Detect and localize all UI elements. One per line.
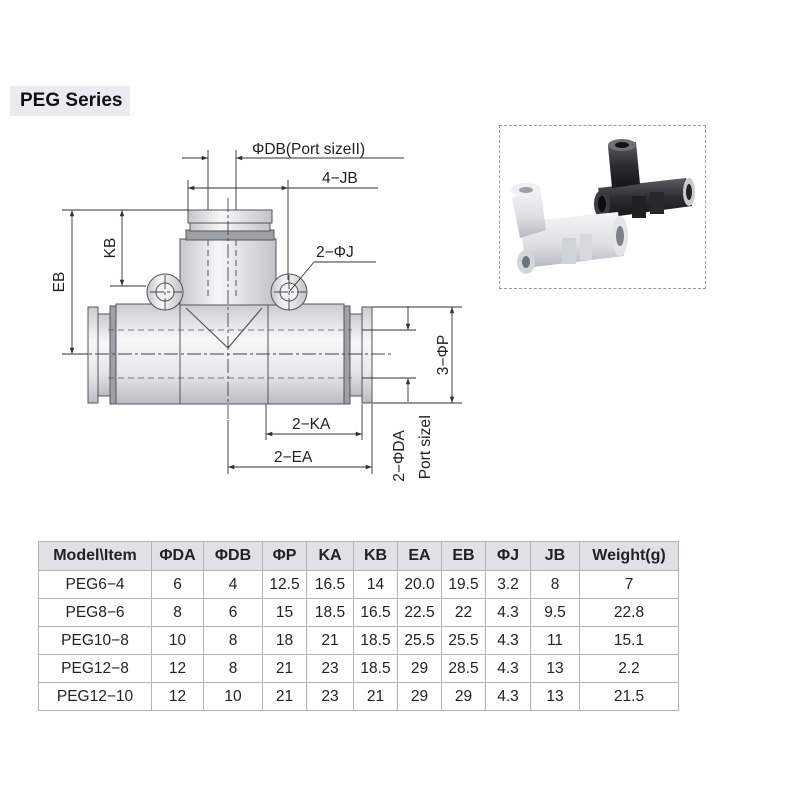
table-cell: 21: [262, 682, 307, 711]
table-cell: 8: [203, 654, 263, 683]
table-cell: 18.5: [306, 598, 354, 627]
spec-table: Model\Item ΦDA ΦDB ΦP KA KB EA EB ΦJ JB …: [38, 541, 679, 711]
table-cell: 18.5: [353, 626, 398, 655]
table-cell: 21: [306, 626, 354, 655]
table-cell: 10: [203, 682, 263, 711]
table-row: PEG6−4 6 4 12.5 16.5 14 20.0 19.5 3.2 8 …: [38, 570, 679, 599]
table-row: PEG12−8 12 8 21 23 18.5 29 28.5 4.3 13 2…: [38, 654, 679, 683]
technical-drawing: ΦDB(Port sizeII) 4−JB 2−ΦJ KB EB 3−ΦP 2−…: [51, 141, 462, 482]
table-cell: 8: [151, 598, 204, 627]
label-p: 3−ΦP: [435, 335, 452, 375]
series-title: PEG Series: [10, 86, 131, 116]
header-cell: JB: [530, 541, 580, 571]
center-lines: [72, 198, 392, 420]
white-fitting: [511, 183, 628, 274]
label-jb: 4−JB: [322, 170, 358, 187]
table-row: PEG10−8 10 8 18 21 18.5 25.5 25.5 4.3 11…: [38, 626, 679, 655]
table-cell: 4.3: [485, 654, 531, 683]
label-kb: KB: [102, 238, 119, 259]
table-cell: 15.1: [579, 626, 679, 655]
table-cell: 23: [306, 682, 354, 711]
header-cell: Weight(g): [579, 541, 679, 571]
table-cell: 12: [151, 682, 204, 711]
dimension-lines: [62, 150, 462, 474]
table-cell: 4.3: [485, 598, 531, 627]
label-ea: 2−EA: [274, 449, 313, 466]
black-fitting: [594, 139, 695, 218]
header-cell: ΦDA: [151, 541, 204, 571]
table-cell: 16.5: [353, 598, 398, 627]
header-cell: KB: [353, 541, 398, 571]
table-cell: 22: [441, 598, 486, 627]
table-cell: 12.5: [262, 570, 307, 599]
table-cell: 29: [397, 654, 442, 683]
table-cell: 20.0: [397, 570, 442, 599]
label-eb: EB: [51, 272, 68, 293]
table-header-row: Model\Item ΦDA ΦDB ΦP KA KB EA EB ΦJ JB …: [38, 541, 679, 571]
table-row: PEG12−10 12 10 21 23 21 29 29 4.3 13 21.…: [38, 682, 679, 711]
table-cell: 4.3: [485, 682, 531, 711]
table-cell: 13: [530, 654, 580, 683]
header-cell: EA: [397, 541, 442, 571]
label-ka: 2−KA: [292, 416, 331, 433]
table-cell: 19.5: [441, 570, 486, 599]
dimension-labels: ΦDB(Port sizeII) 4−JB 2−ΦJ KB EB 3−ΦP 2−…: [51, 141, 452, 482]
table-cell: 3.2: [485, 570, 531, 599]
table-cell: 8: [203, 626, 263, 655]
table-cell: 22.8: [579, 598, 679, 627]
table-cell: 9.5: [530, 598, 580, 627]
header-cell: EB: [441, 541, 486, 571]
table-cell: 29: [397, 682, 442, 711]
table-cell: PEG8−6: [38, 598, 152, 627]
table-cell: 6: [203, 598, 263, 627]
table-cell: 12: [151, 654, 204, 683]
label-port: Port sizeI: [417, 415, 434, 480]
table-cell: 10: [151, 626, 204, 655]
table-cell: 29: [441, 682, 486, 711]
table-cell: 21: [353, 682, 398, 711]
table-cell: 18.5: [353, 654, 398, 683]
table-cell: 16.5: [306, 570, 354, 599]
table-cell: 11: [530, 626, 580, 655]
table-cell: 4: [203, 570, 263, 599]
table-cell: 2.2: [579, 654, 679, 683]
table-row: PEG8−6 8 6 15 18.5 16.5 22.5 22 4.3 9.5 …: [38, 598, 679, 627]
table-cell: 18: [262, 626, 307, 655]
table-cell: 13: [530, 682, 580, 711]
table-cell: 25.5: [441, 626, 486, 655]
label-da: 2−ΦDA: [391, 430, 408, 482]
header-cell: Model\Item: [38, 541, 152, 571]
table-cell: 23: [306, 654, 354, 683]
tee-fitting-photo-icon: [511, 139, 695, 274]
table-cell: 25.5: [397, 626, 442, 655]
label-db: ΦDB(Port sizeII): [252, 141, 365, 158]
table-cell: PEG12−8: [38, 654, 152, 683]
table-cell: 21.5: [579, 682, 679, 711]
table-cell: 22.5: [397, 598, 442, 627]
header-cell: KA: [306, 541, 354, 571]
table-cell: 14: [353, 570, 398, 599]
label-j: 2−ΦJ: [316, 244, 354, 261]
table-cell: 4.3: [485, 626, 531, 655]
table-cell: 15: [262, 598, 307, 627]
table-cell: 7: [579, 570, 679, 599]
header-cell: ΦJ: [485, 541, 531, 571]
product-photo: [499, 125, 706, 289]
header-cell: ΦDB: [203, 541, 263, 571]
table-cell: 6: [151, 570, 204, 599]
fitting-body: [87, 209, 373, 405]
table-cell: 8: [530, 570, 580, 599]
table-cell: PEG10−8: [38, 626, 152, 655]
table-cell: 21: [262, 654, 307, 683]
table-cell: 28.5: [441, 654, 486, 683]
table-cell: PEG6−4: [38, 570, 152, 599]
header-cell: ΦP: [262, 541, 307, 571]
table-cell: PEG12−10: [38, 682, 152, 711]
